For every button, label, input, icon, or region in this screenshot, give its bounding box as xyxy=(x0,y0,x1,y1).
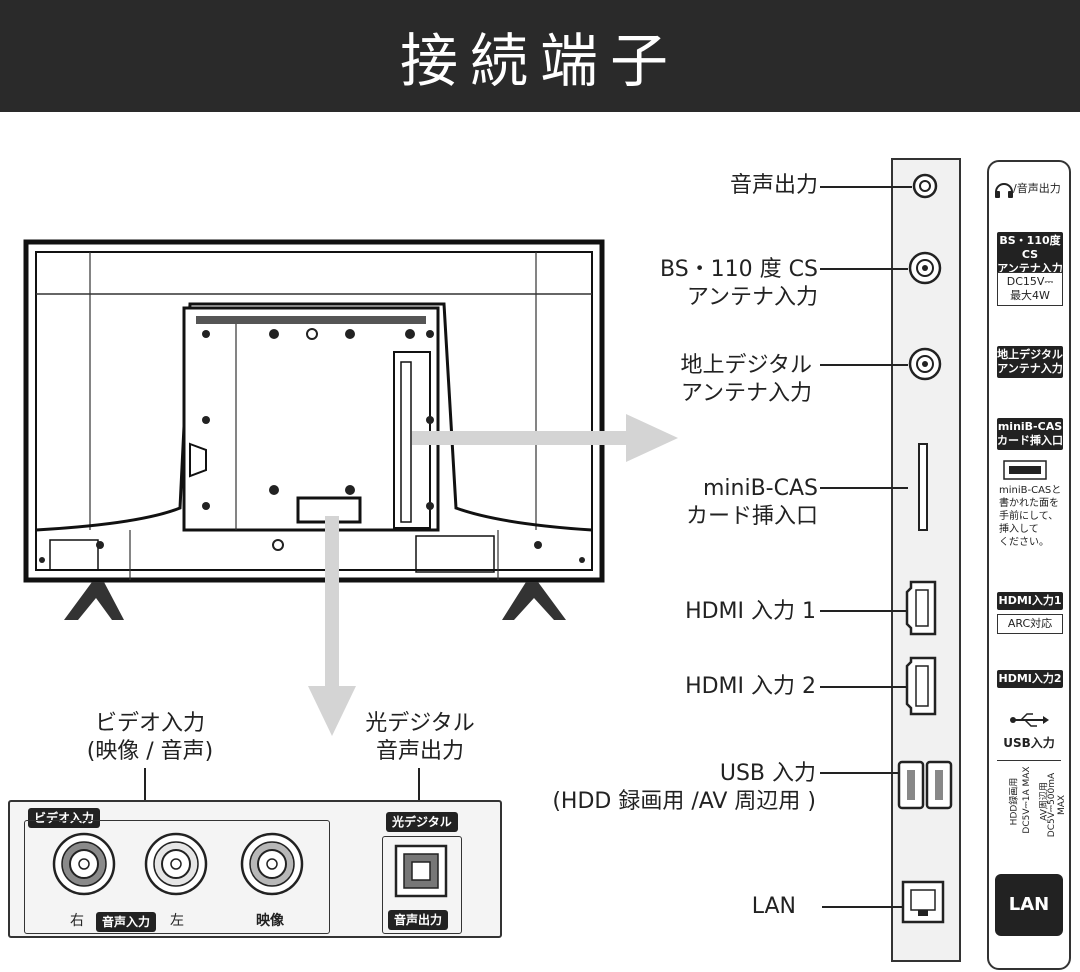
rear-jack-panel: ビデオ入力 光デジタル 右 音声入力 左 映像 音声出力 xyxy=(8,800,502,938)
hdmi1-label: HDMI 入力 1 xyxy=(685,599,816,624)
legend-terrestrial-badge: 地上デジタル アンテナ入力 xyxy=(997,346,1063,378)
optical-leader xyxy=(418,768,420,804)
hdmi2-label: HDMI 入力 2 xyxy=(685,674,816,699)
usb-ports-icon xyxy=(897,760,953,810)
title-bar: 接続端子 xyxy=(0,0,1080,112)
tv-back-illustration xyxy=(23,239,605,620)
legend-cas-badge: miniB-CAS カード挿入口 xyxy=(997,418,1063,450)
legend-usb-notes: HDD録画用 DC5V⎓1A MAX AV周辺用 DC5V⎓500mA MAX xyxy=(997,760,1067,853)
optical-label-line1: 光デジタル xyxy=(365,711,475,736)
terrestrial-leader xyxy=(820,364,908,366)
legend-cas-note-4: 挿入して xyxy=(999,524,1039,535)
legend-bs-badge: BS・110度CS アンテナ入力 xyxy=(997,232,1063,278)
hdmi-port-1-icon xyxy=(905,580,937,636)
optical-port-icon xyxy=(394,844,448,898)
usb-icon xyxy=(1010,713,1049,727)
legend-usb-note-2: DC5V⎓1A MAX xyxy=(1022,766,1032,834)
video-in-badge: ビデオ入力 xyxy=(28,808,101,828)
legend-bs-power: DC15V⎓ 最大4W xyxy=(997,272,1063,306)
hdmi1-leader xyxy=(820,610,906,612)
legend-cas-line1: miniB-CAS xyxy=(997,420,1063,433)
card-orientation-icon xyxy=(1003,460,1047,480)
legend-cas-note-2: 書かれた面を xyxy=(999,498,1059,509)
page-title: 接続端子 xyxy=(399,27,680,95)
rca-jacks xyxy=(52,832,448,898)
legend-bs-badge-line1: BS・110度CS xyxy=(999,234,1061,261)
video-in-label-line1: ビデオ入力 xyxy=(94,711,205,736)
video-group-frame xyxy=(24,820,330,934)
rca-audio-right-jack-icon xyxy=(52,832,116,896)
rca-video-jack-icon xyxy=(240,832,304,896)
hdmi2-leader xyxy=(820,686,906,688)
audio-out-label: 音声出力 xyxy=(729,173,818,198)
legend-hdmi1-arc: ARC対応 xyxy=(997,614,1063,634)
optical-group-frame xyxy=(382,836,462,934)
right-arrow xyxy=(412,414,678,462)
terrestrial-antenna-jack-icon xyxy=(908,347,942,381)
legend-terr-line1: 地上デジタル xyxy=(997,348,1063,361)
bs-cs-antenna-jack-icon xyxy=(908,251,942,285)
audio-out-leader xyxy=(820,186,912,188)
audio-in-badge: 音声入力 xyxy=(96,912,157,932)
headphone-icon xyxy=(995,183,1013,198)
lan-label: LAN xyxy=(751,894,796,919)
right-channel-label: 右 xyxy=(70,913,84,929)
terrestrial-label-line1: 地上デジタル xyxy=(680,353,812,378)
audio-out-badge: 音声出力 xyxy=(388,910,449,930)
card-slot-icon xyxy=(918,443,928,531)
legend-cas-note-5: ください。 xyxy=(999,537,1049,548)
legend-cas-line2: カード挿入口 xyxy=(997,434,1063,447)
legend-hdmi1-badge: HDMI入力1 xyxy=(997,592,1063,610)
legend-hdmi2-badge: HDMI入力2 xyxy=(997,670,1063,688)
video-in-leader xyxy=(144,768,146,818)
bs-cs-label-line2: アンテナ入力 xyxy=(686,285,818,310)
legend-terr-line2: アンテナ入力 xyxy=(997,362,1063,375)
video-jack-label: 映像 xyxy=(256,913,284,929)
video-in-label-line2: (映像 / 音声) xyxy=(86,739,214,764)
usb-label-line2: (HDD 録画用 /AV 周辺用 ) xyxy=(552,789,816,814)
usb-leader xyxy=(820,772,898,774)
rca-audio-left-jack-icon xyxy=(144,832,208,896)
side-legend-sticker: /音声出力 BS・110度CS アンテナ入力 DC15V⎓ 最大4W 地上デジタ… xyxy=(987,160,1071,970)
minibcas-leader xyxy=(820,487,908,489)
legend-usb-note-1: HDD録画用 xyxy=(1009,777,1020,826)
down-arrow xyxy=(308,516,356,736)
legend-bs-power-line1: DC15V⎓ xyxy=(1006,275,1054,288)
minibcas-label-line2: カード挿入口 xyxy=(685,504,818,529)
legend-cas-note-1: miniB-CASと xyxy=(999,485,1062,496)
lan-leader xyxy=(822,906,904,908)
legend-lan-badge: LAN xyxy=(995,874,1063,936)
headphone-jack-icon xyxy=(912,173,938,199)
minibcas-label-line1: miniB-CAS xyxy=(702,476,818,501)
legend-audio-out: /音声出力 xyxy=(1013,182,1061,195)
usb-label-line1: USB 入力 xyxy=(719,761,816,786)
legend-usb-note-4: DC5V⎓500mA MAX xyxy=(1047,772,1067,838)
legend-cas-note-3: 手前にして、 xyxy=(999,511,1059,522)
legend-bs-badge-line2: アンテナ入力 xyxy=(997,262,1063,275)
lan-port-icon xyxy=(901,880,945,924)
legend-usb-label: USB入力 xyxy=(1003,736,1055,750)
side-connector-panel xyxy=(891,158,961,962)
side-connectors xyxy=(897,173,953,924)
terrestrial-label-line2: アンテナ入力 xyxy=(680,381,812,406)
hdmi-port-2-icon xyxy=(905,656,937,716)
legend-bs-power-line2: 最大4W xyxy=(1010,289,1050,302)
left-channel-label: 左 xyxy=(170,913,184,929)
optical-badge: 光デジタル xyxy=(386,812,458,832)
bs-cs-leader xyxy=(820,268,908,270)
bs-cs-label-line1: BS・110 度 CS xyxy=(660,257,818,282)
optical-label-line2: 音声出力 xyxy=(375,739,464,764)
